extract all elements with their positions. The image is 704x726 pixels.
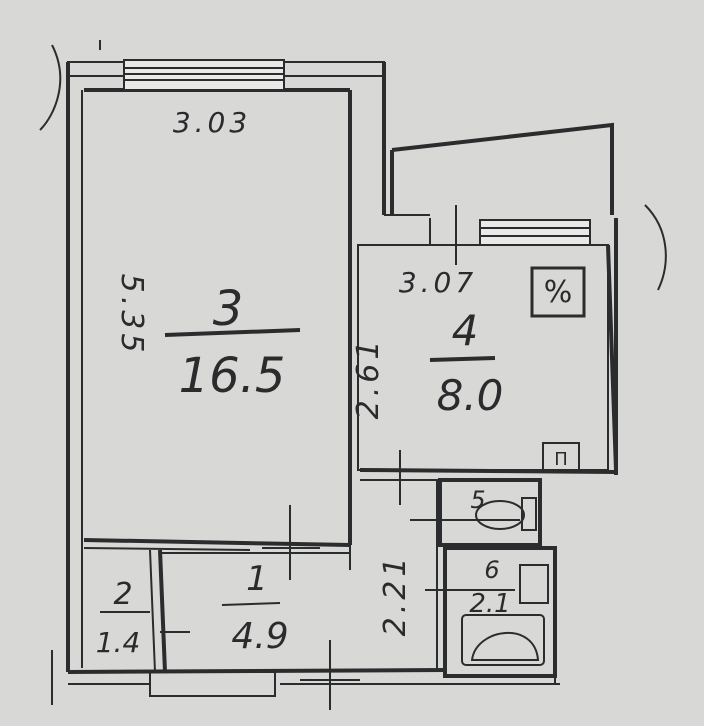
dim-room3-height: 5.35 (114, 274, 149, 357)
dim-room4-width: 3.07 (399, 266, 477, 299)
windows (123, 59, 591, 246)
stove-symbol: П (554, 449, 568, 470)
walls (66, 61, 618, 697)
dim-hall-depth: 2.21 (378, 554, 413, 637)
room-2-number: 2 (113, 577, 132, 612)
room-labels: 3 16.5 4 8.0 1 4.9 2 1.4 5 6 2.1 (96, 281, 511, 659)
ventilation-fixture: % (530, 266, 586, 318)
room-1-divider (221, 602, 281, 606)
room-1-area: 4.9 (231, 616, 288, 657)
room-4-number: 4 (452, 306, 479, 355)
room-3-number: 3 (213, 281, 244, 337)
room-3-divider (164, 328, 301, 337)
room-2-area: 1.4 (96, 626, 141, 659)
room-1-number: 1 (246, 559, 268, 599)
room-4-divider (429, 356, 496, 362)
margin-marks (39, 40, 667, 705)
room-6-area: 2.1 (469, 589, 510, 619)
window-room-4 (479, 219, 591, 246)
room-6-number: 6 (484, 556, 499, 584)
door-markers (160, 205, 520, 710)
ventilation-symbol: % (544, 275, 573, 310)
room-3-area: 16.5 (179, 348, 286, 404)
dim-room3-width: 3.03 (173, 106, 251, 139)
dimension-labels: 3.03 5.35 3.07 2.61 2.21 (114, 106, 477, 637)
bathtub-fixture (461, 564, 549, 666)
stove-fixture: П (542, 442, 580, 471)
room-4-area: 8.0 (437, 371, 504, 420)
dim-room4-height: 2.61 (351, 337, 386, 420)
toilet-fixture (475, 497, 537, 531)
room-5-number: 5 (470, 486, 485, 514)
